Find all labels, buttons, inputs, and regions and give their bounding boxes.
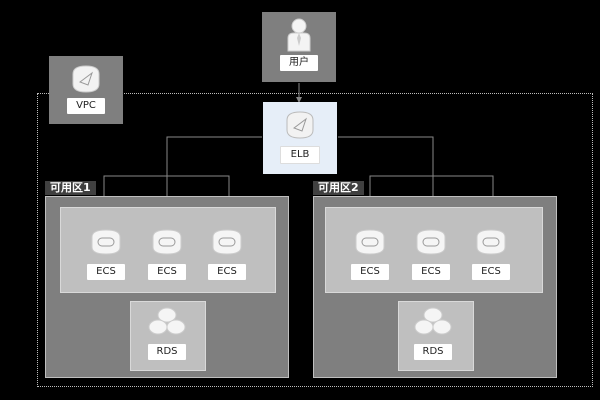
rds-label: RDS	[414, 344, 452, 360]
ecs-label: ECS	[472, 264, 510, 280]
elb-label: ELB	[280, 146, 320, 164]
rds-node[interactable]: RDS	[145, 306, 189, 360]
elb-left-line	[166, 136, 262, 176]
vpc-label: VPC	[67, 98, 105, 114]
server-icon	[355, 229, 385, 255]
rds-node[interactable]: RDS	[411, 306, 455, 360]
ecs-label: ECS	[351, 264, 389, 280]
server-icon	[476, 229, 506, 255]
server-icon	[152, 229, 182, 255]
rds-label: RDS	[148, 344, 186, 360]
ecs-label: ECS	[148, 264, 186, 280]
ecs-node[interactable]: ECS	[469, 228, 513, 280]
ecs-node[interactable]: ECS	[348, 228, 392, 280]
vpc-icon	[72, 65, 100, 93]
database-icon	[414, 307, 452, 335]
ecs-node[interactable]: ECS	[145, 228, 189, 280]
vpc-boundary	[37, 93, 593, 387]
ecs-label: ECS	[87, 264, 125, 280]
user-node[interactable]: 用户	[262, 12, 336, 82]
elb-right-line	[338, 136, 434, 176]
server-icon	[416, 229, 446, 255]
user-icon	[287, 18, 311, 52]
ecs-node[interactable]: ECS	[205, 228, 249, 280]
zone-2-title: 可用区2	[313, 181, 364, 195]
vpc-node[interactable]: VPC	[49, 56, 123, 124]
ecs-node[interactable]: ECS	[84, 228, 128, 280]
ecs-label: ECS	[208, 264, 246, 280]
zone-1-title: 可用区1	[45, 181, 96, 195]
ecs-label: ECS	[412, 264, 450, 280]
database-icon	[148, 307, 186, 335]
server-icon	[212, 229, 242, 255]
user-label: 用户	[280, 55, 318, 71]
elb-node[interactable]: ELB	[263, 102, 337, 174]
server-icon	[91, 229, 121, 255]
ecs-node[interactable]: ECS	[409, 228, 453, 280]
load-balancer-icon	[286, 111, 314, 139]
